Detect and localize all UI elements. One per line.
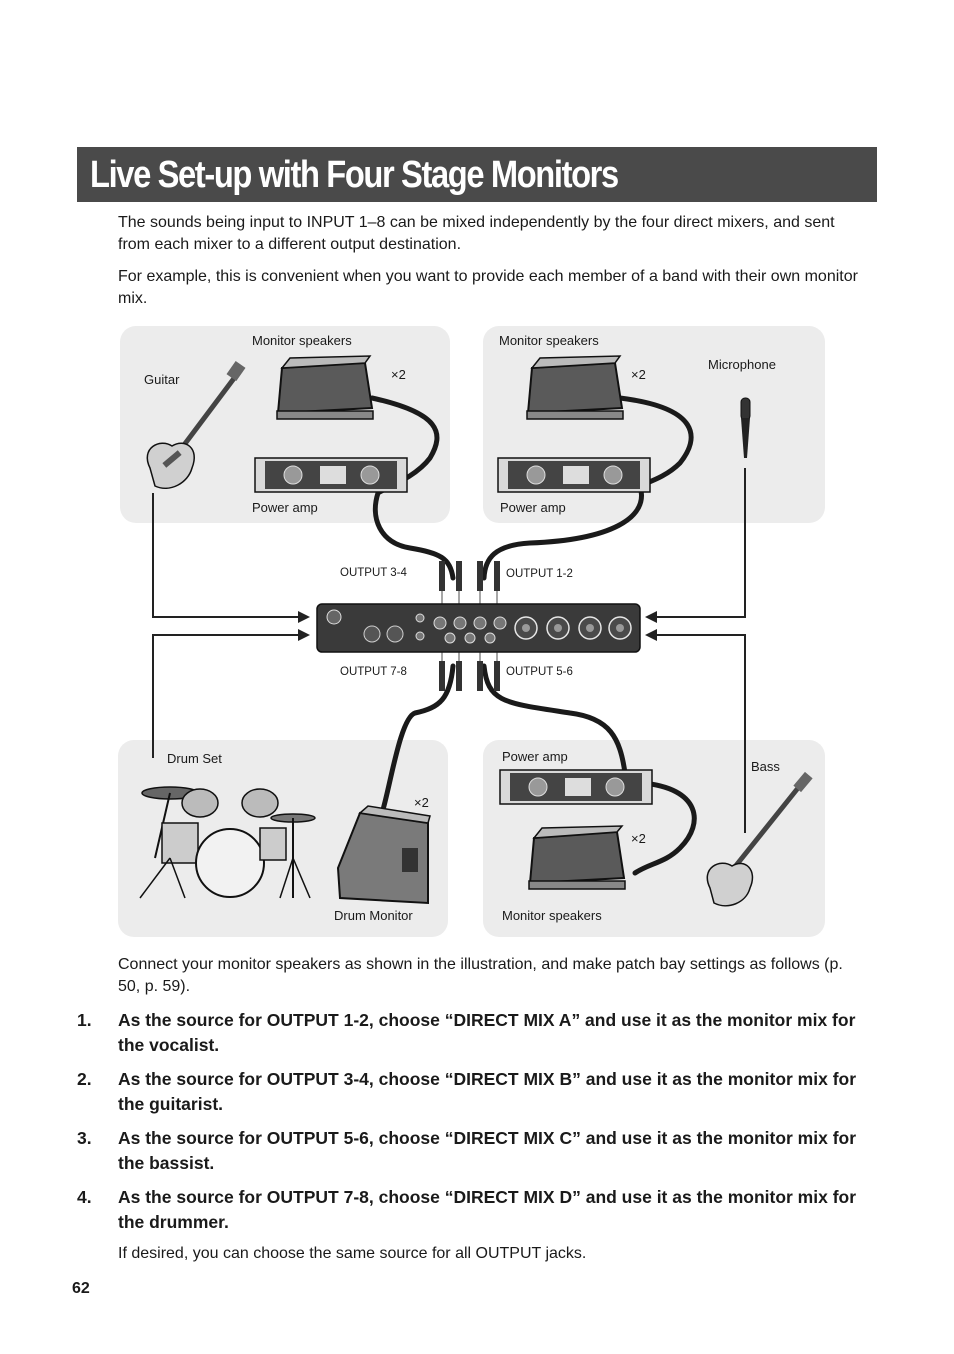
step-number: 4. (77, 1187, 92, 1207)
label-bass: Bass (751, 759, 780, 774)
step-text: As the source for OUTPUT 1-2, choose “DI… (118, 1010, 856, 1055)
power-amp-tl (254, 457, 408, 493)
monitor-speaker-br (528, 825, 626, 890)
guitar-icon (146, 361, 246, 489)
label-output-78: OUTPUT 7-8 (340, 666, 407, 678)
power-amp-tr (497, 457, 651, 493)
label-power-amp-br: Power amp (502, 749, 568, 764)
step-number: 2. (77, 1069, 92, 1089)
label-power-amp-tr: Power amp (500, 500, 566, 515)
label-drum-monitor: Drum Monitor (334, 908, 413, 923)
page-title: Live Set-up with Four Stage Monitors (90, 154, 619, 196)
panel-vocal (483, 326, 825, 523)
setup-diagram: Monitor speakers Guitar ×2 Power amp Mon… (110, 318, 840, 943)
drum-set-icon (139, 786, 316, 899)
label-drum-set: Drum Set (167, 751, 222, 766)
label-guitar: Guitar (144, 372, 180, 387)
step-number: 3. (77, 1128, 92, 1148)
step-text: As the source for OUTPUT 7-8, choose “DI… (118, 1187, 857, 1232)
step-text: As the source for OUTPUT 3-4, choose “DI… (118, 1069, 857, 1114)
label-x2-bl: ×2 (414, 795, 429, 810)
diagram-graphics (118, 326, 825, 937)
step-text: As the source for OUTPUT 5-6, choose “DI… (118, 1128, 857, 1173)
drum-monitor-icon (336, 805, 431, 905)
label-monitor-speakers-tl: Monitor speakers (252, 333, 352, 348)
microphone-icon (740, 397, 751, 458)
label-power-amp-tl: Power amp (252, 500, 318, 515)
title-bar: Live Set-up with Four Stage Monitors (77, 147, 877, 202)
label-x2-br: ×2 (631, 831, 646, 846)
intro-paragraph-2: For example, this is convenient when you… (118, 268, 858, 307)
mixer-unit (316, 603, 641, 653)
bass-icon (706, 771, 813, 907)
label-monitor-speakers-tr: Monitor speakers (499, 333, 599, 348)
intro-paragraph-1: The sounds being input to INPUT 1–8 can … (118, 214, 835, 253)
after-diagram-text: Connect your monitor speakers as shown i… (118, 956, 843, 995)
label-output-12: OUTPUT 1-2 (506, 568, 573, 580)
label-x2-tr: ×2 (631, 367, 646, 382)
monitor-speaker-tr (526, 355, 624, 420)
power-amp-br (499, 769, 653, 805)
label-output-56: OUTPUT 5-6 (506, 666, 573, 678)
page-number: 62 (72, 1280, 90, 1297)
monitor-speaker-tl (276, 355, 374, 420)
label-microphone: Microphone (708, 357, 776, 372)
label-monitor-speakers-br: Monitor speakers (502, 908, 602, 923)
label-x2-tl: ×2 (391, 367, 406, 382)
step-number: 1. (77, 1010, 92, 1030)
panel-guitar (120, 326, 450, 523)
label-output-34: OUTPUT 3-4 (340, 567, 407, 579)
note-text: If desired, you can choose the same sour… (118, 1245, 587, 1262)
